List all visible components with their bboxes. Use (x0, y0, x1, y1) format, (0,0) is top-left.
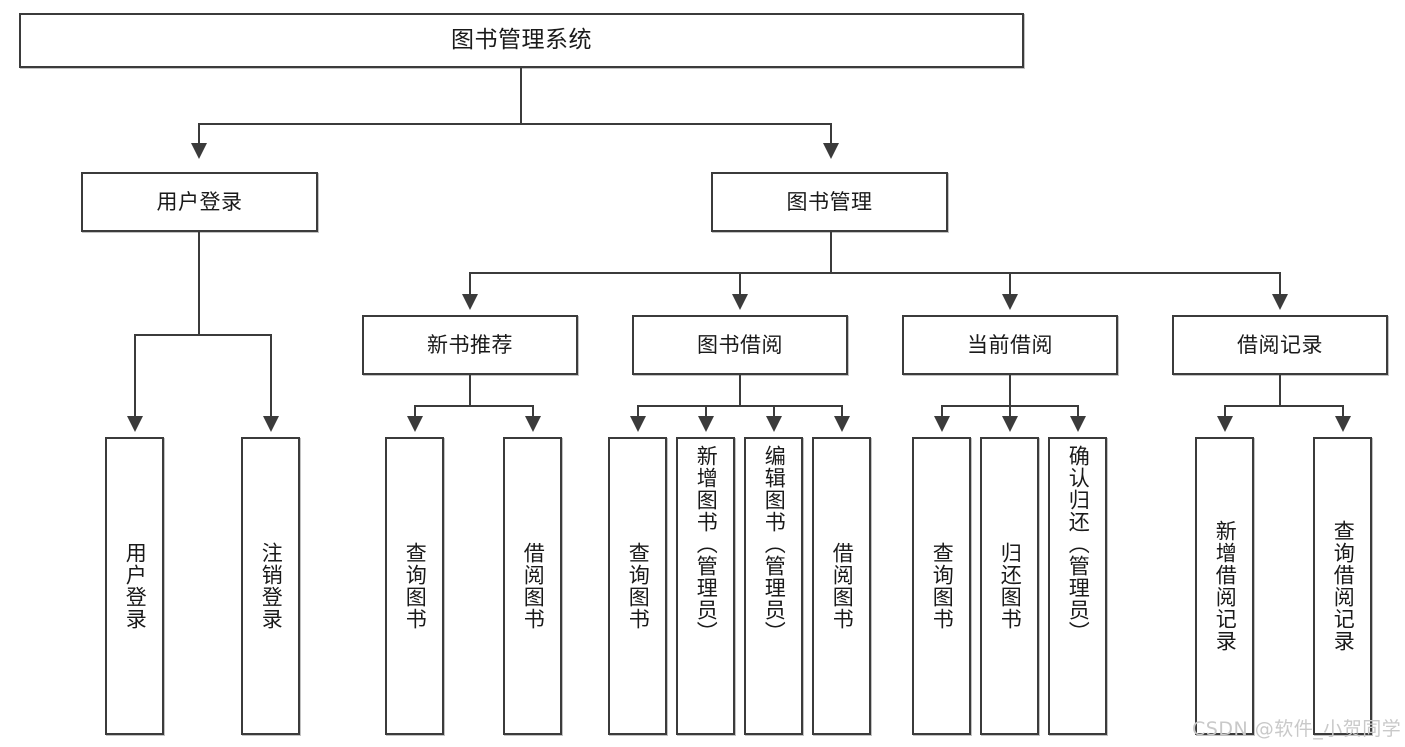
node-label: 借阅图书 (521, 542, 546, 630)
connector-user-login-stem (198, 232, 200, 336)
node-label: 借阅记录 (1237, 332, 1323, 357)
connector-user-login-branch-1 (134, 334, 136, 418)
node-label: 查询图书 (403, 542, 428, 630)
node-label: 图书借阅 (697, 332, 783, 357)
connector-book-borrow-branch-3 (773, 405, 775, 419)
connector-book-borrow-stem (739, 375, 741, 407)
leaf-confirm-return-admin[interactable]: 确认归还（管理员） (1048, 437, 1107, 735)
connector-current-borrow-branch-2 (1009, 405, 1011, 419)
node-root-book-management-system[interactable]: 图书管理系统 (19, 13, 1024, 68)
node-label: 新增借阅记录 (1213, 520, 1238, 652)
node-new-book-recommend[interactable]: 新书推荐 (362, 315, 578, 375)
arrowhead-borrow-record-leaf-1 (1217, 416, 1233, 432)
arrowhead-user-login-leaf-2 (263, 416, 279, 432)
leaf-edit-book-admin[interactable]: 编辑图书（管理员） (744, 437, 803, 735)
connector-current-borrow-branch-3 (1077, 405, 1079, 419)
node-label: 查询图书 (930, 542, 955, 630)
leaf-user-login[interactable]: 用户登录 (105, 437, 164, 735)
leaf-query-book-borrow[interactable]: 查询图书 (608, 437, 667, 735)
node-user-login[interactable]: 用户登录 (81, 172, 318, 232)
node-book-management[interactable]: 图书管理 (711, 172, 948, 232)
connector-borrow-record-bus (1224, 405, 1344, 407)
leaf-logout-login[interactable]: 注销登录 (241, 437, 300, 735)
connector-root-bus (198, 123, 832, 125)
arrowhead-new-book-leaf-1 (407, 416, 423, 432)
connector-user-login-branch-2 (270, 334, 272, 418)
arrowhead-current-borrow-leaf-3 (1070, 416, 1086, 432)
arrowhead-current-borrow-leaf-2 (1002, 416, 1018, 432)
connector-book-borrow-branch-4 (841, 405, 843, 419)
connector-book-borrow-bus (637, 405, 843, 407)
connector-borrow-record-branch-2 (1342, 405, 1344, 419)
arrowhead-book-borrow-leaf-1 (630, 416, 646, 432)
connector-to-book-borrow (739, 272, 741, 296)
leaf-return-book[interactable]: 归还图书 (980, 437, 1039, 735)
connector-to-borrow-record (1279, 272, 1281, 296)
node-label: 新书推荐 (427, 332, 513, 357)
arrowhead-book-borrow-leaf-2 (698, 416, 714, 432)
node-label: 归还图书 (998, 542, 1023, 630)
node-label: 图书管理 (786, 189, 873, 214)
node-current-borrow[interactable]: 当前借阅 (902, 315, 1118, 375)
connector-book-borrow-branch-1 (637, 405, 639, 419)
connector-new-book-branch-2 (532, 405, 534, 419)
connector-current-borrow-stem (1009, 375, 1011, 407)
connector-book-mgmt-bus (469, 272, 1280, 274)
node-label: 注销登录 (259, 542, 284, 630)
csdn-watermark: CSDN @软件_小贺同学 (1192, 718, 1402, 740)
arrowhead-to-user-login (191, 143, 207, 159)
node-label: 查询借阅记录 (1331, 520, 1356, 652)
arrowhead-user-login-leaf-1 (127, 416, 143, 432)
connector-to-new-book (469, 272, 471, 296)
node-label: 查询图书 (626, 542, 651, 630)
node-label: 图书管理系统 (451, 26, 592, 53)
arrowhead-current-borrow-leaf-1 (934, 416, 950, 432)
connector-user-login-bus (134, 334, 272, 336)
arrowhead-book-borrow-leaf-3 (766, 416, 782, 432)
node-label: 新增图书（管理员） (694, 445, 719, 643)
node-borrow-record[interactable]: 借阅记录 (1172, 315, 1388, 375)
arrowhead-book-borrow-leaf-4 (834, 416, 850, 432)
connector-root-to-user-login (198, 123, 200, 145)
node-label: 编辑图书（管理员） (762, 445, 787, 643)
connector-borrow-record-branch-1 (1224, 405, 1226, 419)
arrowhead-book-borrow (732, 294, 748, 310)
connector-root-to-book-mgmt (830, 123, 832, 145)
node-label: 借阅图书 (830, 542, 855, 630)
leaf-query-book-recommend[interactable]: 查询图书 (385, 437, 444, 735)
connector-borrow-record-stem (1279, 375, 1281, 407)
node-label: 确认归还（管理员） (1066, 445, 1091, 643)
connector-to-current-borrow (1009, 272, 1011, 296)
leaf-add-borrow-record[interactable]: 新增借阅记录 (1195, 437, 1254, 735)
connector-root-stem (520, 68, 522, 124)
connector-book-mgmt-stem (830, 232, 832, 274)
node-label: 用户登录 (156, 189, 243, 214)
leaf-query-book-current[interactable]: 查询图书 (912, 437, 971, 735)
leaf-query-borrow-record[interactable]: 查询借阅记录 (1313, 437, 1372, 735)
leaf-borrow-book[interactable]: 借阅图书 (812, 437, 871, 735)
node-label: 当前借阅 (967, 332, 1053, 357)
arrowhead-borrow-record-leaf-2 (1335, 416, 1351, 432)
connector-new-book-bus (414, 405, 534, 407)
arrowhead-new-book-leaf-2 (525, 416, 541, 432)
leaf-borrow-book-recommend[interactable]: 借阅图书 (503, 437, 562, 735)
connector-new-book-branch-1 (414, 405, 416, 419)
connector-new-book-stem (469, 375, 471, 407)
node-book-borrow[interactable]: 图书借阅 (632, 315, 848, 375)
connector-current-borrow-branch-1 (941, 405, 943, 419)
leaf-add-book-admin[interactable]: 新增图书（管理员） (676, 437, 735, 735)
connector-book-borrow-branch-2 (705, 405, 707, 419)
node-label: 用户登录 (123, 542, 148, 630)
arrowhead-new-book (462, 294, 478, 310)
arrowhead-to-book-mgmt (823, 143, 839, 159)
arrowhead-current-borrow (1002, 294, 1018, 310)
arrowhead-borrow-record (1272, 294, 1288, 310)
